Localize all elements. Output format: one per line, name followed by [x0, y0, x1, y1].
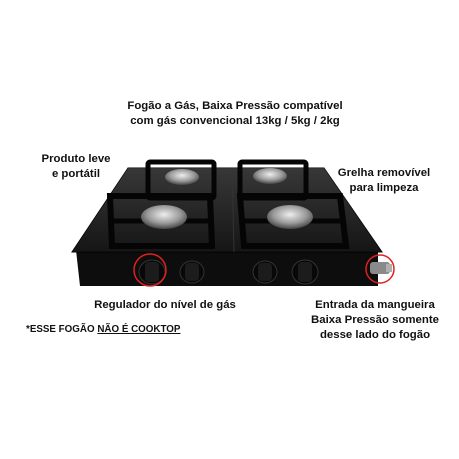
- burner-front-left: [106, 193, 216, 249]
- callout-hose: Entrada da mangueira Baixa Pressão somen…: [300, 298, 450, 343]
- callout-hose-line-2: Baixa Pressão somente: [311, 314, 439, 326]
- cooktop-disclaimer: *ESSE FOGÃO NÃO É COOKTOP: [26, 324, 180, 335]
- callout-portable-line-1: Produto leve: [41, 153, 111, 165]
- disclaimer-prefix: *ESSE FOGÃO: [26, 324, 98, 335]
- knob-1: [138, 259, 166, 285]
- knob-4: [291, 259, 319, 285]
- hose-inlet: [370, 262, 392, 274]
- knob-2: [179, 260, 205, 284]
- burner-front-right: [236, 193, 350, 249]
- highlight-circle-regulator: [133, 253, 167, 287]
- callout-regulator: Regulador do nível de gás: [70, 298, 260, 313]
- callout-regulator-line-1: Regulador do nível de gás: [94, 299, 236, 311]
- stove-front-panel: [76, 250, 378, 286]
- callout-grate: Grelha removível para limpeza: [320, 166, 448, 196]
- callout-hose-line-3: desse lado do fogão: [319, 329, 431, 341]
- callout-portable: Produto leve e portátil: [22, 152, 130, 182]
- headline: Fogão a Gás, Baixa Pressão compatível co…: [85, 99, 385, 129]
- callout-grate-line-2: para limpeza: [349, 182, 419, 194]
- callout-portable-line-2: e portátil: [51, 168, 101, 180]
- callout-grate-line-1: Grelha removível: [337, 167, 431, 179]
- highlight-circle-hose: [365, 254, 395, 284]
- headline-line-2: com gás convencional 13kg / 5kg / 2kg: [130, 115, 340, 127]
- callout-hose-line-1: Entrada da mangueira: [315, 299, 435, 311]
- knob-3: [252, 260, 278, 284]
- disclaimer-emphasis: NÃO É COOKTOP: [97, 324, 181, 335]
- headline-line-1: Fogão a Gás, Baixa Pressão compatível: [127, 100, 343, 112]
